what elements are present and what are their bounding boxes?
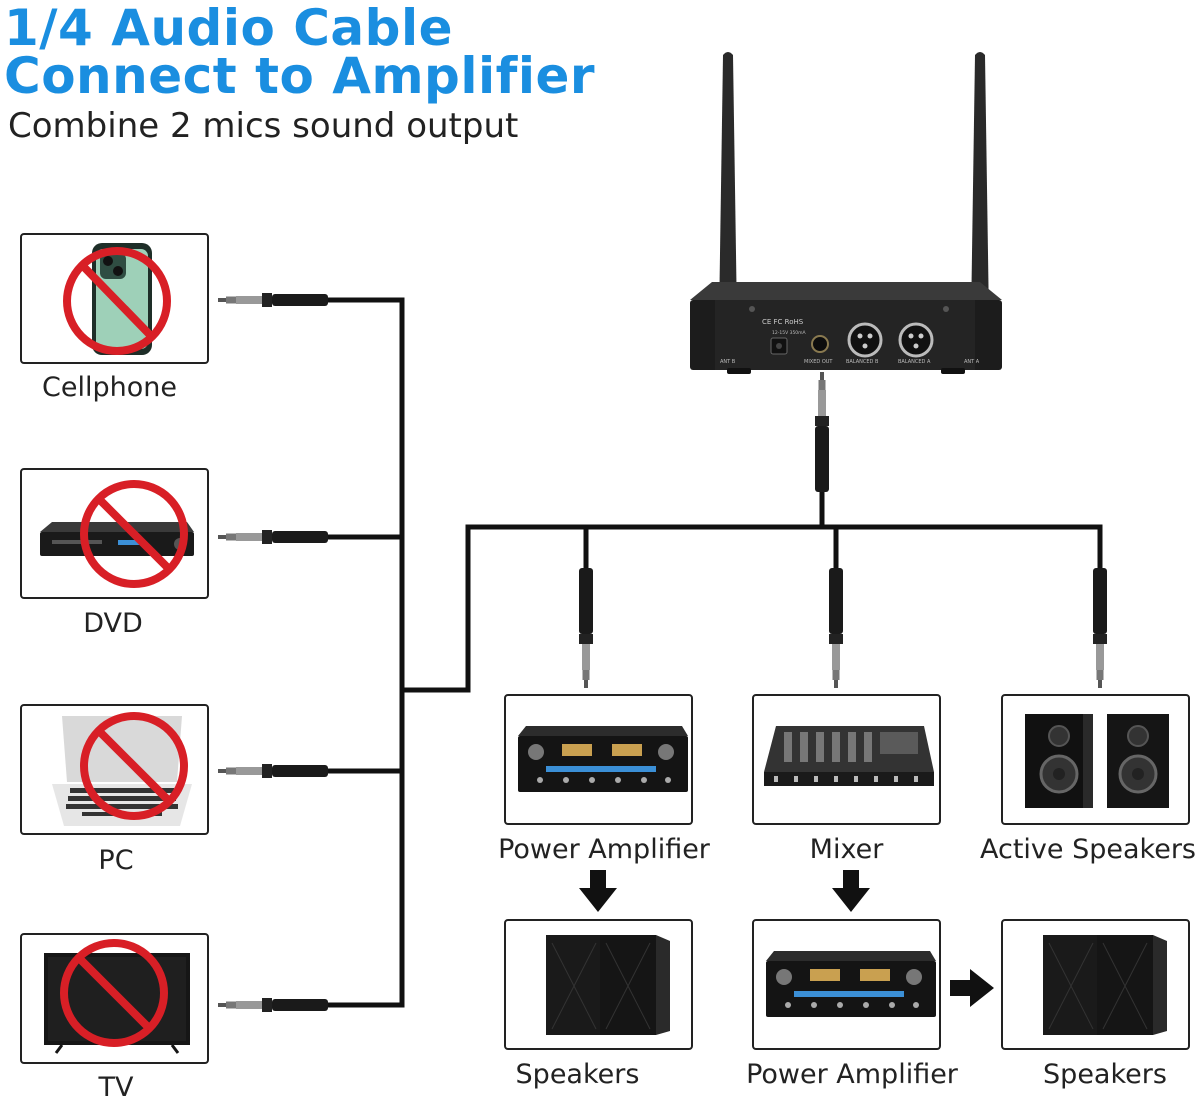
source-cellphone (20, 233, 209, 364)
plug-tv (218, 998, 328, 1012)
cable-link (402, 524, 1103, 693)
label-tv: TV (98, 1072, 134, 1103)
wireless-receiver: ANT B 12-15V 350mA MIXED OUT BALANCED B … (690, 52, 1002, 374)
arrow-down-2 (832, 870, 870, 912)
title-line-2: Connect to Amplifier (4, 47, 596, 105)
source-dvd (20, 468, 209, 599)
cellphone-icon (63, 243, 171, 355)
second-power-amplifier (752, 919, 941, 1050)
label-power-amplifier: Power Amplifier (498, 834, 710, 865)
label-cellphone: Cellphone (42, 372, 177, 403)
plug-mixer (829, 568, 843, 688)
svg-text:CE FC RoHS: CE FC RoHS (762, 318, 804, 326)
svg-text:12-15V 350mA: 12-15V 350mA (772, 330, 807, 336)
plug-active-speakers (1093, 568, 1107, 688)
label-speakers-1: Speakers (515, 1059, 640, 1090)
tv-icon (44, 939, 190, 1054)
second-speakers-2 (1001, 919, 1190, 1050)
plug-dvd (218, 530, 328, 544)
output-active-speakers (1001, 694, 1190, 825)
label-speakers-2: Speakers (1043, 1059, 1167, 1090)
svg-text:BALANCED B: BALANCED B (846, 359, 879, 365)
title-line-1: 1/4 Audio Cable (4, 0, 454, 57)
power-amplifier-icon (766, 951, 936, 1017)
active-speakers-icon (1025, 714, 1169, 808)
arrow-right (950, 969, 994, 1007)
plug-power-amplifier (579, 568, 593, 688)
mixer-icon (764, 726, 934, 786)
label-active-speakers: Active Speakers (980, 834, 1196, 865)
label-mixer: Mixer (809, 834, 884, 865)
second-speakers-1 (504, 919, 693, 1050)
svg-text:MIXED OUT: MIXED OUT (804, 359, 833, 365)
power-amplifier-icon (518, 726, 688, 792)
arrow-down-1 (579, 870, 617, 912)
source-tv (20, 933, 209, 1064)
dvd-player-icon (40, 480, 194, 588)
cable-cellphone (320, 297, 405, 1008)
plug-cellphone (218, 293, 328, 307)
label-dvd: DVD (83, 608, 143, 639)
plug-pc (218, 764, 328, 778)
speakers-icon (1043, 935, 1167, 1035)
laptop-icon (52, 712, 192, 826)
speakers-icon (546, 935, 670, 1035)
svg-text:BALANCED A: BALANCED A (898, 359, 931, 365)
output-power-amplifier (504, 694, 693, 825)
plug-receiver (815, 372, 829, 492)
output-mixer (752, 694, 941, 825)
svg-text:ANT A: ANT A (964, 359, 980, 365)
source-pc (20, 704, 209, 835)
subtitle: Combine 2 mics sound output (8, 106, 519, 146)
svg-text:ANT B: ANT B (720, 359, 736, 365)
label-pc: PC (98, 845, 134, 876)
label-power-amplifier-2: Power Amplifier (746, 1059, 958, 1090)
